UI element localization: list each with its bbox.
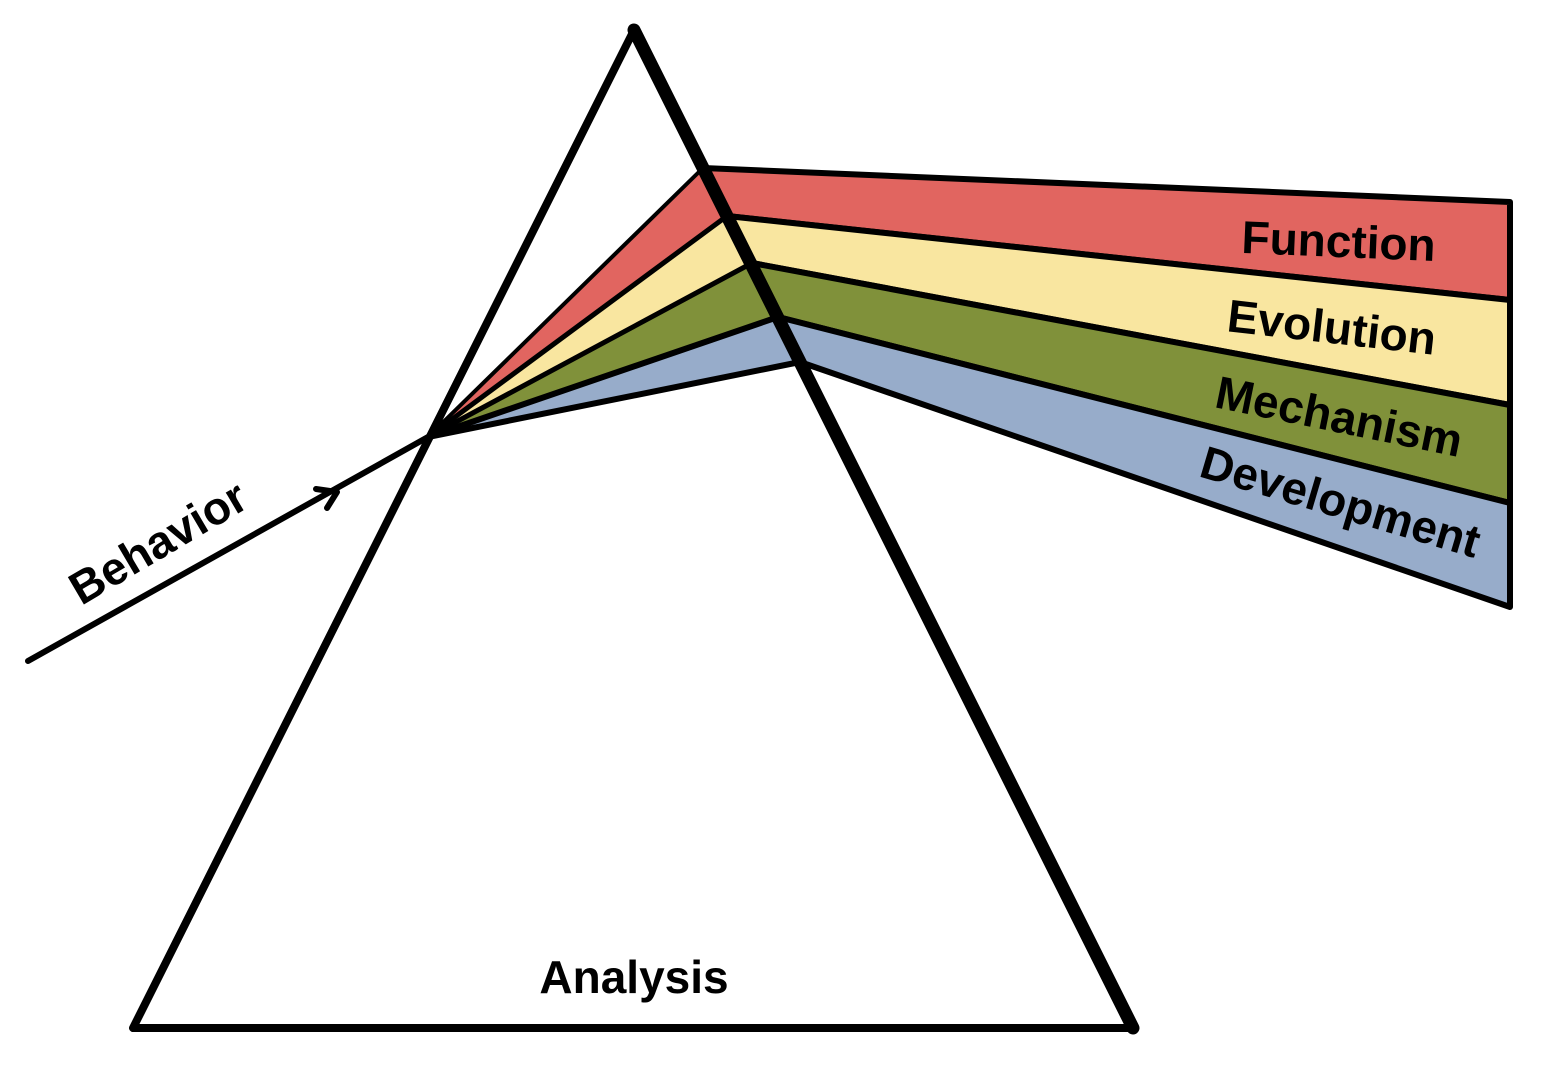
inner-band-evolution: [428, 216, 752, 437]
inner-band-function: [428, 168, 727, 437]
band-label-function: Function: [1241, 211, 1437, 271]
prism-right-face: [627, 23, 1140, 1035]
incoming-ray: [25, 434, 431, 664]
prism: [129, 23, 1140, 1035]
behavior-ray-line: [25, 434, 431, 664]
analysis-label: Analysis: [539, 951, 728, 1003]
inner-band-mechanism: [428, 263, 778, 437]
prism-left-and-base: [129, 26, 1137, 1032]
arrowhead-icon: [313, 486, 340, 511]
inner-spectrum: [426, 166, 801, 440]
behavior-label: Behavior: [60, 470, 256, 615]
